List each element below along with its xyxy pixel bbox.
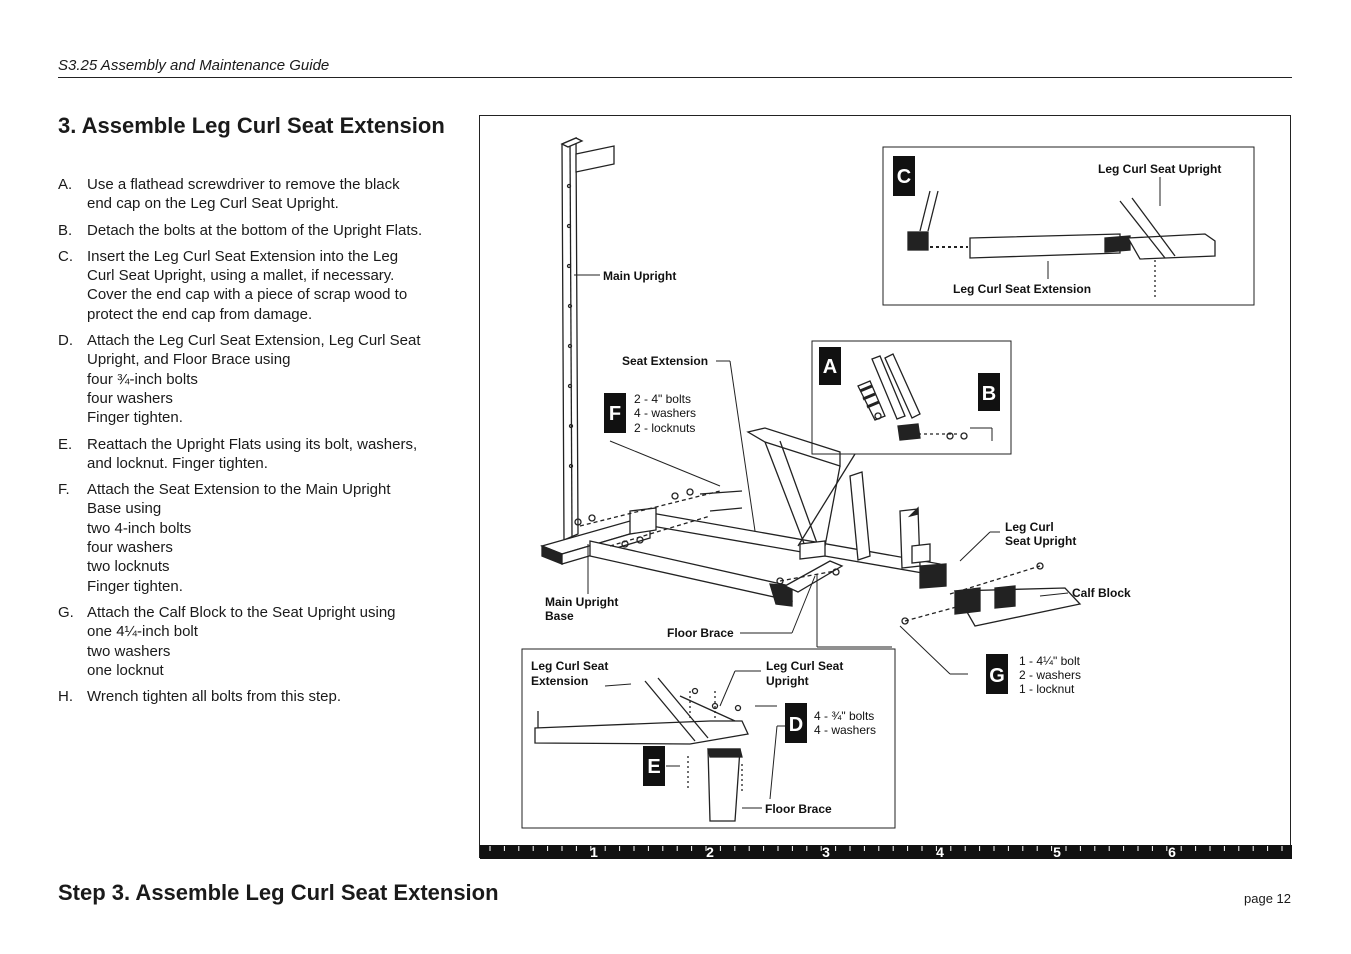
step-letter: D. <box>58 332 73 350</box>
callout-f: F <box>604 393 626 433</box>
step-h: H. Wrench tighten all bolts from this st… <box>58 688 342 706</box>
step-letter: C. <box>58 247 73 265</box>
step-heading: Step 3. Assemble Leg Curl Seat Extension <box>58 880 499 905</box>
inset-c-drawing <box>907 190 1216 298</box>
leader-lines <box>574 177 1161 809</box>
main-upright-drawing <box>560 137 615 541</box>
label-seat-extension: Seat Extension <box>622 354 708 368</box>
svg-text:G: G <box>989 665 1005 687</box>
seat-extension-drawing <box>629 507 947 589</box>
label-calf-block: Calf Block <box>1072 586 1131 600</box>
callout-b: B <box>978 373 1000 411</box>
svg-text:B: B <box>982 383 996 405</box>
label-inset-c-extension: Leg Curl Seat Extension <box>953 282 1091 296</box>
svg-text:2: 2 <box>706 844 714 859</box>
main-upright-base-drawing <box>539 520 793 607</box>
callout-c: C <box>893 156 915 196</box>
assembly-diagram: F A B C G D E Main Upright Seat Extensio… <box>479 115 1292 859</box>
callout-e: E <box>643 746 665 786</box>
seat-support-drawing <box>746 427 841 560</box>
label-main-upright: Main Upright <box>603 269 676 283</box>
svg-text:1: 1 <box>590 844 598 859</box>
label-leg-curl-seat-upright: Leg Curl <box>1005 520 1054 534</box>
step-letter: B. <box>58 221 73 239</box>
instruction-list: A. Use a flathead screwdriver to remove … <box>58 175 458 713</box>
hardware-f-line: 4 - washers <box>634 406 696 420</box>
measurement-ruler: 1 2 3 4 5 6 <box>480 844 1292 859</box>
inset-de-drawing <box>534 677 749 822</box>
svg-text:E: E <box>647 756 660 778</box>
step-g: G. Attach the Calf Block to the Seat Upr… <box>58 603 396 679</box>
svg-text:D: D <box>789 714 803 736</box>
page-number: page 12 <box>1244 891 1291 906</box>
hardware-d-line: 4 - ¾" bolts <box>814 709 874 723</box>
inset-box-c <box>882 146 1255 306</box>
step-a: A. Use a flathead screwdriver to remove … <box>58 176 400 213</box>
leg-curl-seat-upright-drawing <box>849 471 931 569</box>
header-rule <box>58 77 1292 78</box>
svg-text:3: 3 <box>822 844 830 859</box>
label-main-upright-base-2: Base <box>545 609 574 623</box>
label-inset-de-floor-brace: Floor Brace <box>765 802 832 816</box>
hardware-g-line: 1 - 4¼" bolt <box>1019 654 1081 668</box>
diagram-canvas: F A B C G D E Main Upright Seat Extensio… <box>480 137 1292 859</box>
label-floor-brace: Floor Brace <box>667 626 734 640</box>
section-title: 3. Assemble Leg Curl Seat Extension <box>58 113 445 138</box>
hardware-f-line: 2 - locknuts <box>634 421 695 435</box>
inset-ab-drawing <box>857 353 968 441</box>
svg-text:A: A <box>823 356 837 378</box>
floor-brace-drawing <box>783 560 844 593</box>
step-f: F. Attach the Seat Extension to the Main… <box>58 481 391 595</box>
hardware-d-line: 4 - washers <box>814 723 876 737</box>
label-inset-de-upright: Leg Curl Seat <box>766 659 843 673</box>
svg-text:F: F <box>609 403 621 425</box>
step-letter: H. <box>58 688 73 706</box>
step-letter: A. <box>58 176 73 193</box>
step-b: B. Detach the bolts at the bottom of the… <box>58 221 423 239</box>
label-main-upright-base: Main Upright <box>545 595 618 609</box>
svg-text:5: 5 <box>1053 844 1061 859</box>
label-inset-de-extension-2: Extension <box>531 674 588 688</box>
svg-text:6: 6 <box>1168 844 1176 859</box>
label-leg-curl-seat-upright-2: Seat Upright <box>1005 534 1076 548</box>
guide-title: S3.25 Assembly and Maintenance Guide <box>58 57 330 74</box>
hardware-g-line: 2 - washers <box>1019 668 1081 682</box>
step-d: D. Attach the Leg Curl Seat Extension, L… <box>58 332 421 427</box>
inset-box-ab <box>811 340 1012 455</box>
step-letter: F. <box>58 481 70 499</box>
label-inset-de-upright-2: Upright <box>766 674 809 688</box>
calf-block-drawing <box>953 585 1082 627</box>
bolt-markers <box>574 488 1044 625</box>
callout-a: A <box>819 347 841 385</box>
step-letter: E. <box>58 435 73 453</box>
label-inset-c-upright: Leg Curl Seat Upright <box>1098 162 1221 176</box>
inset-box-de <box>521 648 896 829</box>
inset-ab-leader <box>797 453 856 547</box>
step-c: C. Insert the Leg Curl Seat Extension in… <box>58 247 408 323</box>
callout-d: D <box>785 703 807 743</box>
label-inset-de-extension: Leg Curl Seat <box>531 659 608 673</box>
hardware-g-line: 1 - locknut <box>1019 682 1075 696</box>
hardware-f-line: 2 - 4" bolts <box>634 392 691 406</box>
step-letter: G. <box>58 603 74 621</box>
svg-text:4: 4 <box>936 844 944 859</box>
step-e: E. Reattach the Upright Flats using its … <box>58 435 418 472</box>
svg-text:C: C <box>897 166 911 188</box>
callout-g: G <box>986 654 1008 694</box>
